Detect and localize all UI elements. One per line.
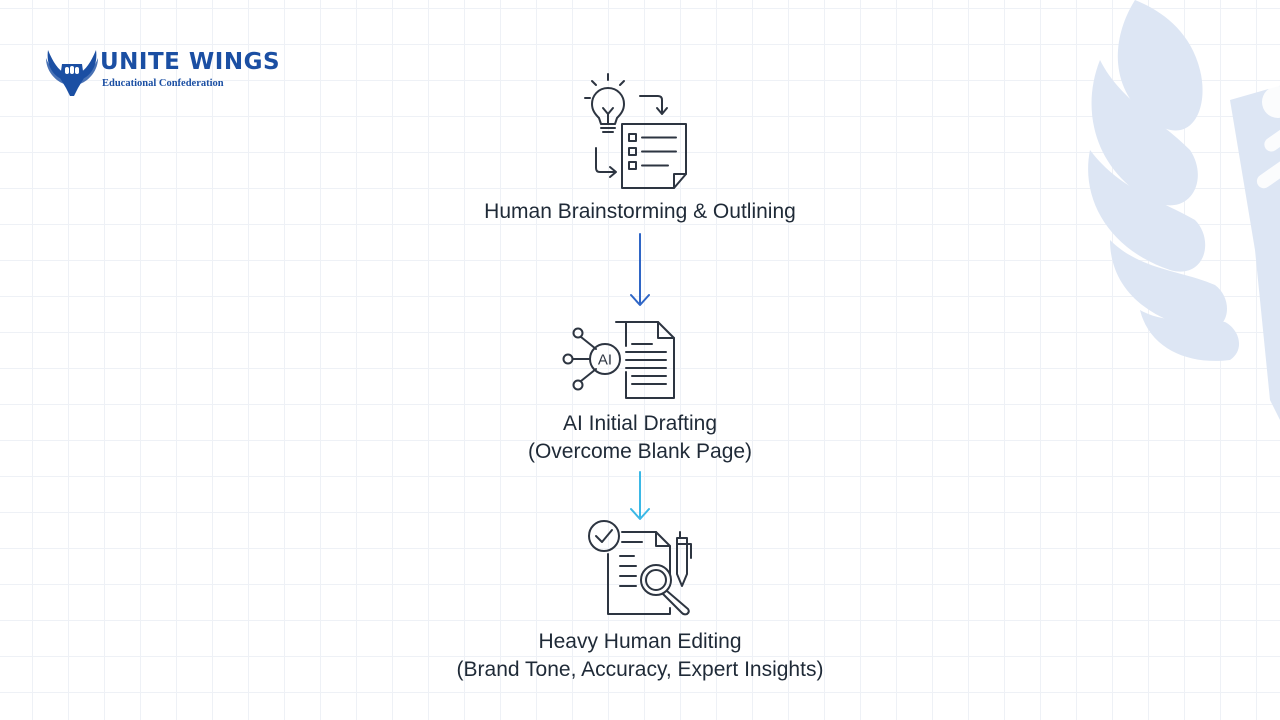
logo-title: UNITE WINGS [100,49,281,75]
lightbulb-checklist-icon [584,73,687,189]
step-2-subtitle: (Overcome Blank Page) [527,440,753,463]
step-3-label: Heavy Human Editing (Brand Tone, Accurac… [340,628,940,684]
wings-fist-icon [46,50,98,96]
svg-text:AI: AI [598,352,612,369]
watermark-emblem [1088,0,1280,420]
step-3-subtitle: (Brand Tone, Accuracy, Expert Insights) [456,658,824,681]
flow-arrow-1 [630,233,650,306]
step-1-title: Human Brainstorming & Outlining [484,200,796,223]
flow-arrow-2 [630,471,650,520]
brand-logo: UNITE WINGS Educational Confederation [44,44,280,104]
review-document-icon [588,520,692,616]
step-2-label: AI Initial Drafting (Overcome Blank Page… [340,410,940,466]
step-1-label: Human Brainstorming & Outlining [340,198,940,226]
logo-subtitle: Educational Confederation [102,78,224,89]
step-3-title: Heavy Human Editing [538,630,742,653]
ai-document-icon: AI [562,321,675,399]
step-2-title: AI Initial Drafting [562,412,718,435]
